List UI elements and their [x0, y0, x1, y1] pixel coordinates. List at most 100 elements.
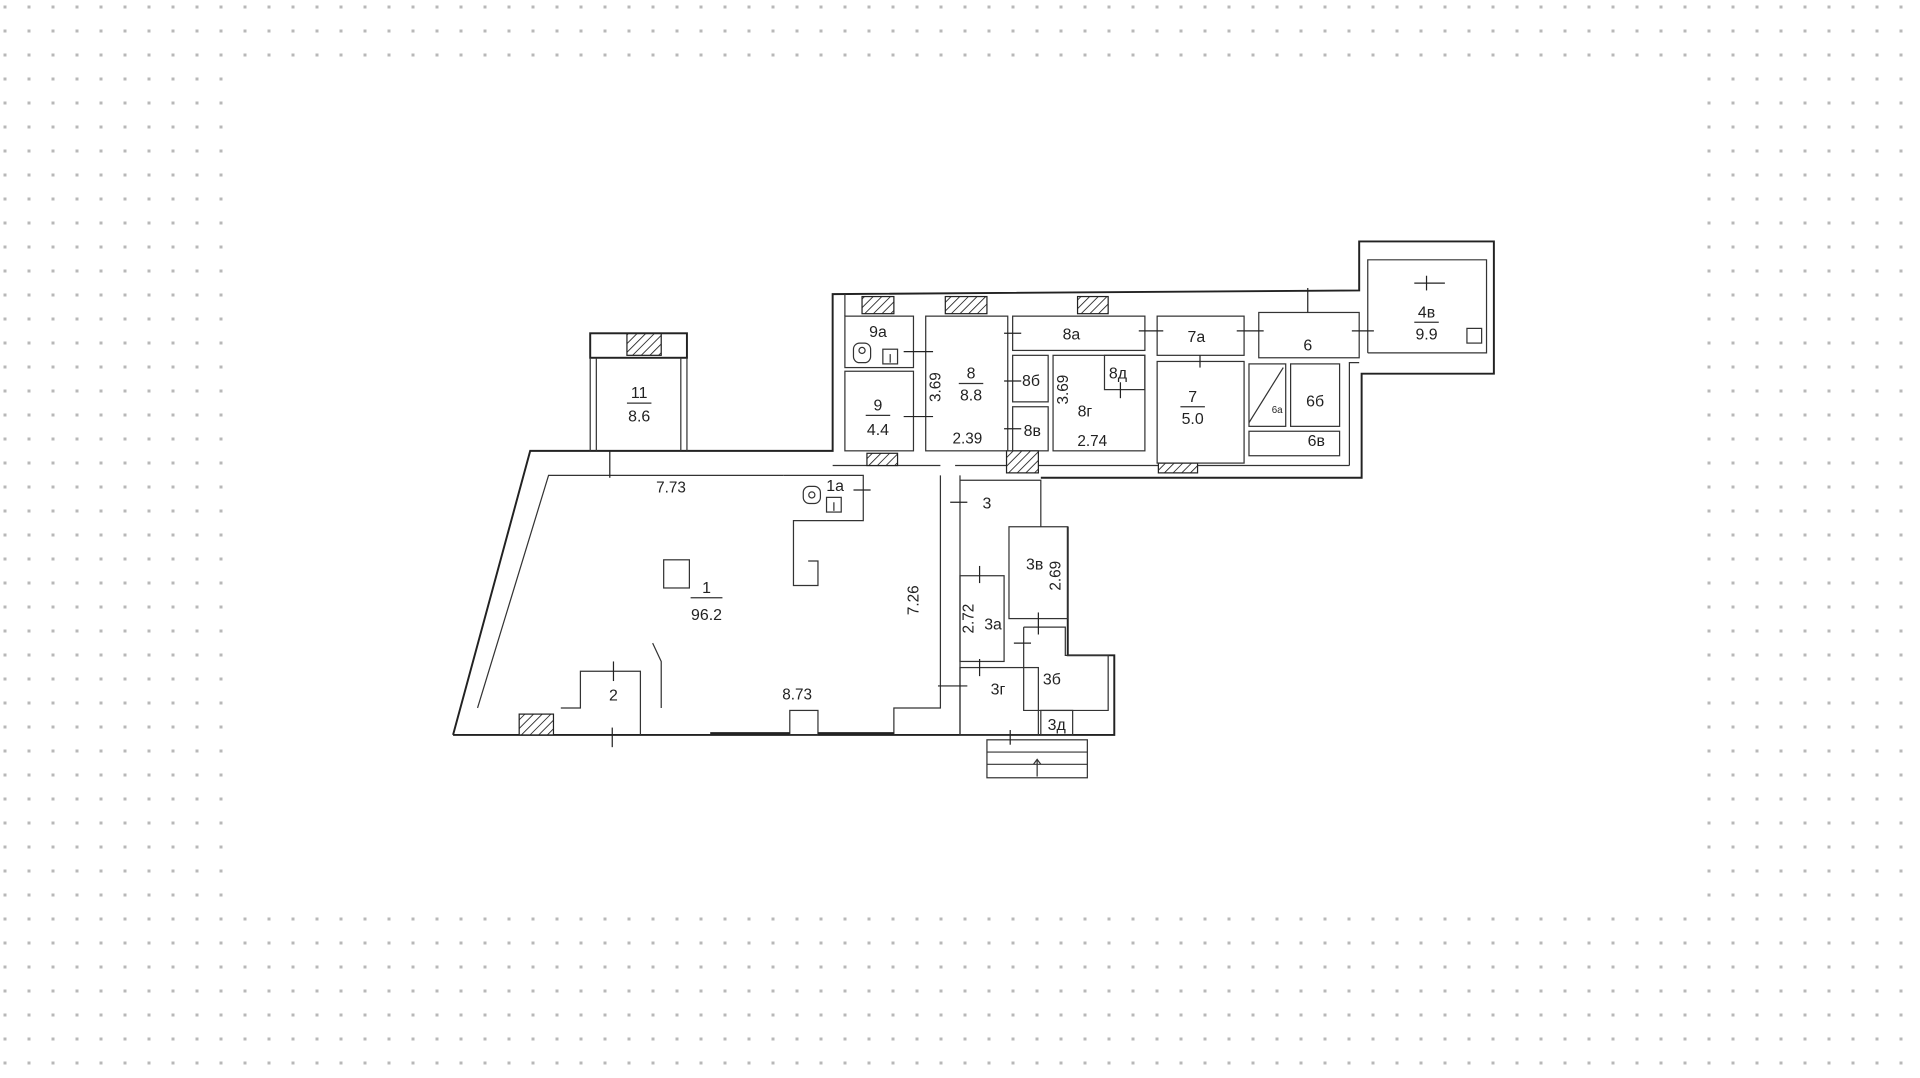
grid-dot: [1803, 965, 1807, 969]
grid-dot: [747, 965, 751, 969]
grid-dot: [1683, 965, 1687, 969]
grid-dot: [1755, 773, 1759, 777]
grid-dot: [1803, 605, 1807, 609]
grid-dot: [1731, 989, 1735, 993]
grid-dot: [291, 989, 295, 993]
grid-dot: [507, 917, 511, 921]
grid-dot: [27, 101, 31, 105]
grid-dot: [1035, 1037, 1039, 1041]
grid-dot: [1731, 173, 1735, 177]
grid-dot: [123, 605, 127, 609]
grid-dot: [1611, 965, 1615, 969]
grid-dot: [1179, 1061, 1183, 1065]
grid-dot: [627, 1037, 631, 1041]
grid-dot: [1827, 941, 1831, 945]
grid-dot: [123, 461, 127, 465]
grid-dot: [1755, 509, 1759, 513]
grid-dot: [1803, 1061, 1807, 1065]
grid-dot: [747, 1037, 751, 1041]
grid-dot: [243, 1013, 247, 1017]
grid-dot: [387, 1061, 391, 1065]
grid-dot: [3, 317, 7, 321]
grid-dot: [435, 989, 439, 993]
grid-dot: [1347, 941, 1351, 945]
grid-dot: [3, 173, 7, 177]
grid-dot: [1707, 269, 1711, 273]
grid-dot: [1803, 125, 1807, 129]
grid-dot: [1707, 893, 1711, 897]
grid-dot: [1395, 29, 1399, 33]
grid-dot: [99, 629, 103, 633]
grid-dot: [723, 1013, 727, 1017]
grid-dot: [603, 53, 607, 57]
grid-dot: [267, 1061, 271, 1065]
grid-dot: [987, 965, 991, 969]
grid-dot: [1851, 629, 1855, 633]
grid-dot: [1755, 989, 1759, 993]
grid-dot: [1659, 917, 1663, 921]
grid-dot: [1179, 5, 1183, 9]
grid-dot: [171, 725, 175, 729]
grid-dot: [1443, 29, 1447, 33]
grid-dot: [315, 1013, 319, 1017]
grid-dot: [627, 965, 631, 969]
grid-dot: [411, 53, 415, 57]
grid-dot: [1275, 29, 1279, 33]
grid-dot: [1755, 125, 1759, 129]
grid-dot: [1827, 221, 1831, 225]
grid-dot: [1851, 365, 1855, 369]
grid-dot: [723, 941, 727, 945]
grid-dot: [1803, 629, 1807, 633]
grid-dot: [1731, 125, 1735, 129]
grid-dot: [1803, 365, 1807, 369]
grid-dot: [1755, 269, 1759, 273]
grid-dot: [1899, 941, 1903, 945]
grid-dot: [1107, 941, 1111, 945]
grid-dot: [555, 989, 559, 993]
grid-dot: [627, 53, 631, 57]
grid-dot: [1875, 437, 1879, 441]
grid-dot: [1707, 917, 1711, 921]
grid-dot: [171, 989, 175, 993]
grid-dot: [843, 1013, 847, 1017]
grid-dot: [1491, 29, 1495, 33]
grid-dot: [1131, 53, 1135, 57]
grid-dot: [1779, 245, 1783, 249]
grid-dot: [51, 845, 55, 849]
grid-dot: [3, 1061, 7, 1065]
dimension-272: 2.72: [960, 604, 977, 634]
grid-dot: [75, 773, 79, 777]
grid-dot: [3, 341, 7, 345]
dimension-726: 7.26: [905, 585, 922, 615]
room-7a-label: 7а: [1187, 329, 1205, 346]
grid-dot: [1875, 173, 1879, 177]
grid-dot: [699, 29, 703, 33]
grid-dot: [1803, 1013, 1807, 1017]
grid-dot: [1395, 53, 1399, 57]
grid-dot: [147, 221, 151, 225]
grid-dot: [1755, 965, 1759, 969]
grid-dot: [1755, 389, 1759, 393]
grid-dot: [147, 77, 151, 81]
grid-dot: [1707, 365, 1711, 369]
grid-dot: [1755, 437, 1759, 441]
grid-dot: [195, 29, 199, 33]
grid-dot: [795, 29, 799, 33]
grid-dot: [1683, 1037, 1687, 1041]
grid-dot: [1155, 1037, 1159, 1041]
grid-dot: [1491, 1037, 1495, 1041]
grid-dot: [1731, 29, 1735, 33]
grid-dot: [1107, 1037, 1111, 1041]
grid-dot: [1899, 653, 1903, 657]
grid-dot: [51, 701, 55, 705]
grid-dot: [1851, 29, 1855, 33]
grid-dot: [147, 341, 151, 345]
grid-dot: [459, 917, 463, 921]
grid-dot: [531, 917, 535, 921]
grid-dot: [123, 29, 127, 33]
grid-dot: [123, 917, 127, 921]
grid-dot: [1275, 1037, 1279, 1041]
grid-dot: [1779, 197, 1783, 201]
grid-dot: [99, 557, 103, 561]
grid-dot: [411, 1061, 415, 1065]
